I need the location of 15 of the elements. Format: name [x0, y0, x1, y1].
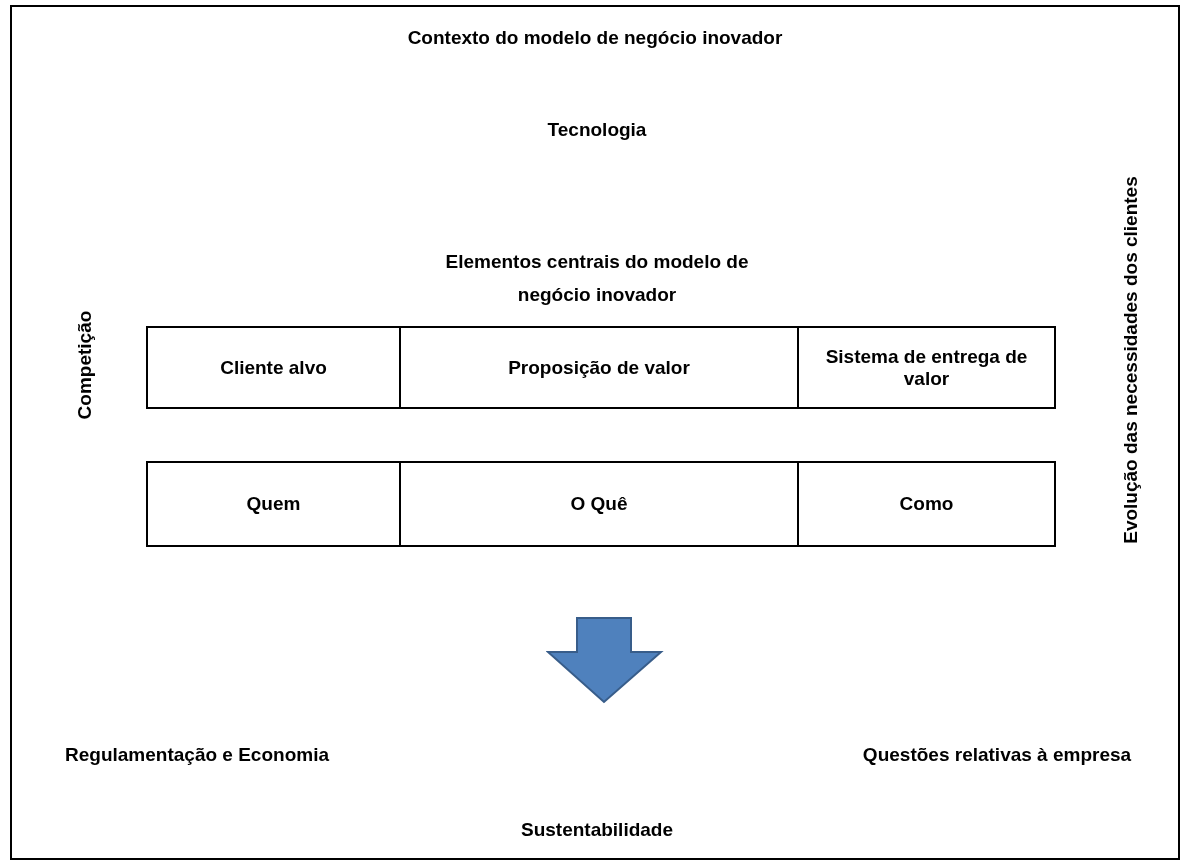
- bottom-label: Questões relativas à empresa: [862, 744, 1132, 766]
- table-cell: O Quê: [399, 461, 799, 547]
- context-frame: [10, 5, 1180, 860]
- table-cell: Como: [797, 461, 1056, 547]
- table-cell: Sistema de entrega de valor: [797, 326, 1056, 409]
- top-label: Tecnologia: [547, 119, 647, 141]
- table-cell: Proposição de valor: [399, 326, 799, 409]
- side-label: Competição: [74, 310, 96, 420]
- frame-heading: Contexto do modelo de negócio inovador: [406, 27, 784, 49]
- table-cell: Cliente alvo: [146, 326, 401, 409]
- bottom-label: Regulamentação e Economia: [65, 744, 329, 766]
- table-cell: Quem: [146, 461, 401, 547]
- section-heading: Elementos centrais do modelo de negócio inovador: [444, 250, 750, 307]
- bottom-label: Sustentabilidade: [521, 819, 673, 841]
- side-label: Evolução das necessidades dos clientes: [1120, 176, 1142, 544]
